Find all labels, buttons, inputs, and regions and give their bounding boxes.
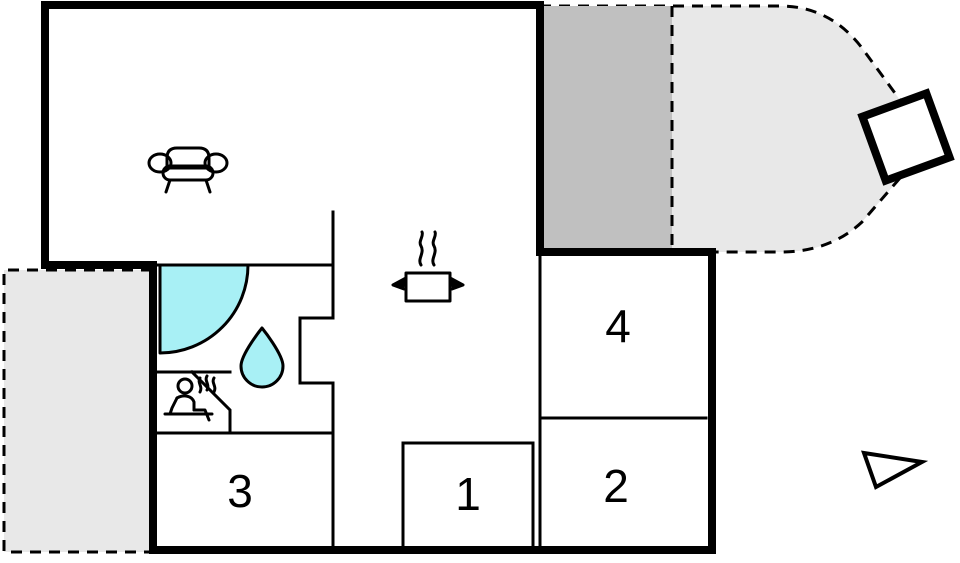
water-drop-icon (239, 326, 285, 389)
north-arrow-icon (861, 450, 929, 490)
sauna-icon (163, 374, 217, 422)
terrace-group (2, 4, 902, 554)
cooking-pot-icon (391, 230, 465, 303)
wall-room1 (401, 441, 535, 552)
room-label-4: 4 (605, 300, 631, 352)
sofa-icon (147, 146, 229, 194)
terrace-upper-light-outline (540, 4, 902, 254)
terrace-left-outline (2, 268, 152, 554)
room-label-2: 2 (603, 460, 629, 512)
room-label-1: 1 (455, 468, 481, 520)
wall-sauna-bevel (189, 369, 232, 435)
wall-hall-notch (298, 263, 335, 435)
room-label-3: 3 (227, 465, 253, 517)
whirlpool-bath-icon (158, 263, 250, 355)
bath-features-group (158, 263, 285, 389)
room-labels-group: 1 2 3 4 (227, 300, 631, 520)
terrace-upper-dark (540, 6, 672, 252)
terrace-left (4, 270, 152, 552)
exterior-walls-group (41, 1, 716, 554)
house-outer-wall (41, 1, 716, 554)
outbuilding-shape (857, 88, 955, 186)
interior-walls-group (151, 210, 708, 552)
